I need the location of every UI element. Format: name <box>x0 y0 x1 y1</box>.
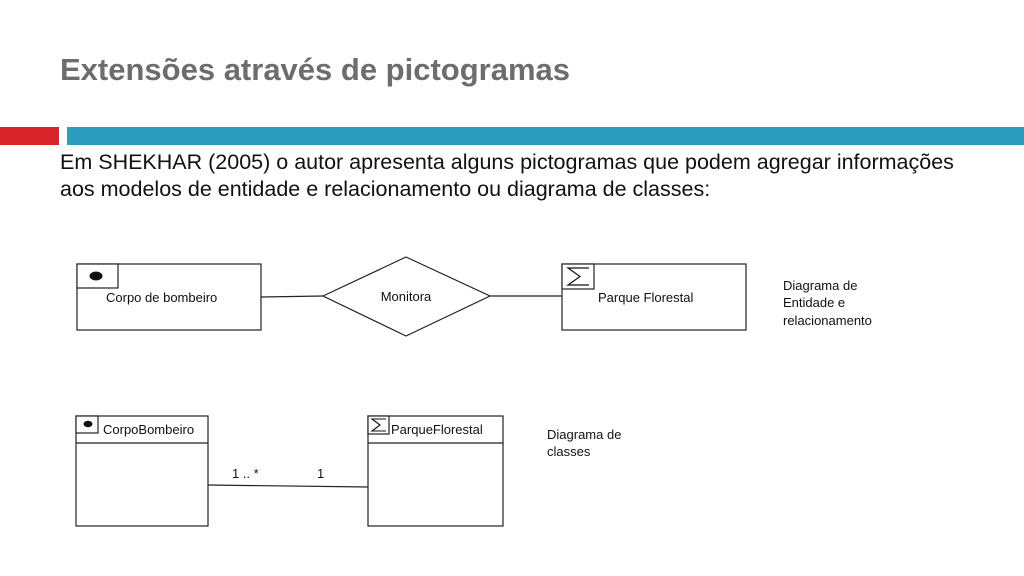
multiplicity-left: 1 .. * <box>232 466 259 481</box>
association-line <box>207 484 369 488</box>
slide-title: Extensões através de pictogramas <box>60 52 571 87</box>
point-icon <box>89 271 103 281</box>
polygon-icon <box>566 267 589 286</box>
entity-label-left: Corpo de bombeiro <box>106 290 217 305</box>
intro-paragraph: Em SHEKHAR (2005) o autor apresenta algu… <box>60 150 954 201</box>
relationship-monitora: Monitora <box>321 256 492 337</box>
class-label-right: ParqueFlorestal <box>391 422 483 437</box>
class-caption-line1: Diagrama de <box>547 427 621 442</box>
entity-corpo-de-bombeiro: Corpo de bombeiro <box>76 263 262 331</box>
class-caption: Diagrama de classes <box>547 427 621 459</box>
relationship-label: Monitora <box>381 289 432 304</box>
polygon-icon <box>370 418 386 432</box>
class-caption-line2: classes <box>547 444 591 459</box>
class-corpo-bombeiro: CorpoBombeiro <box>75 415 209 527</box>
class-parque-florestal: ParqueFlorestal <box>367 415 504 527</box>
entity-label-right: Parque Florestal <box>598 290 693 305</box>
entity-parque-florestal: Parque Florestal <box>561 263 747 331</box>
class-label-left: CorpoBombeiro <box>103 422 194 437</box>
er-caption-line3: relacionamento <box>783 313 872 328</box>
accent-bar-red <box>0 127 59 145</box>
er-caption-line1: Diagrama de <box>783 278 857 293</box>
er-diagram: Corpo de bombeiro Monitora Parque Flores… <box>76 256 872 337</box>
relationship-line-left <box>260 295 324 298</box>
point-icon <box>83 420 93 428</box>
class-diagram: CorpoBombeiro 1 .. * 1 ParqueFlorestal D… <box>75 415 621 527</box>
er-caption-line2: Entidade e <box>783 295 845 310</box>
er-caption: Diagrama de Entidade e relacionamento <box>783 278 872 328</box>
accent-bar-blue <box>67 127 1024 145</box>
multiplicity-right: 1 <box>317 466 324 481</box>
